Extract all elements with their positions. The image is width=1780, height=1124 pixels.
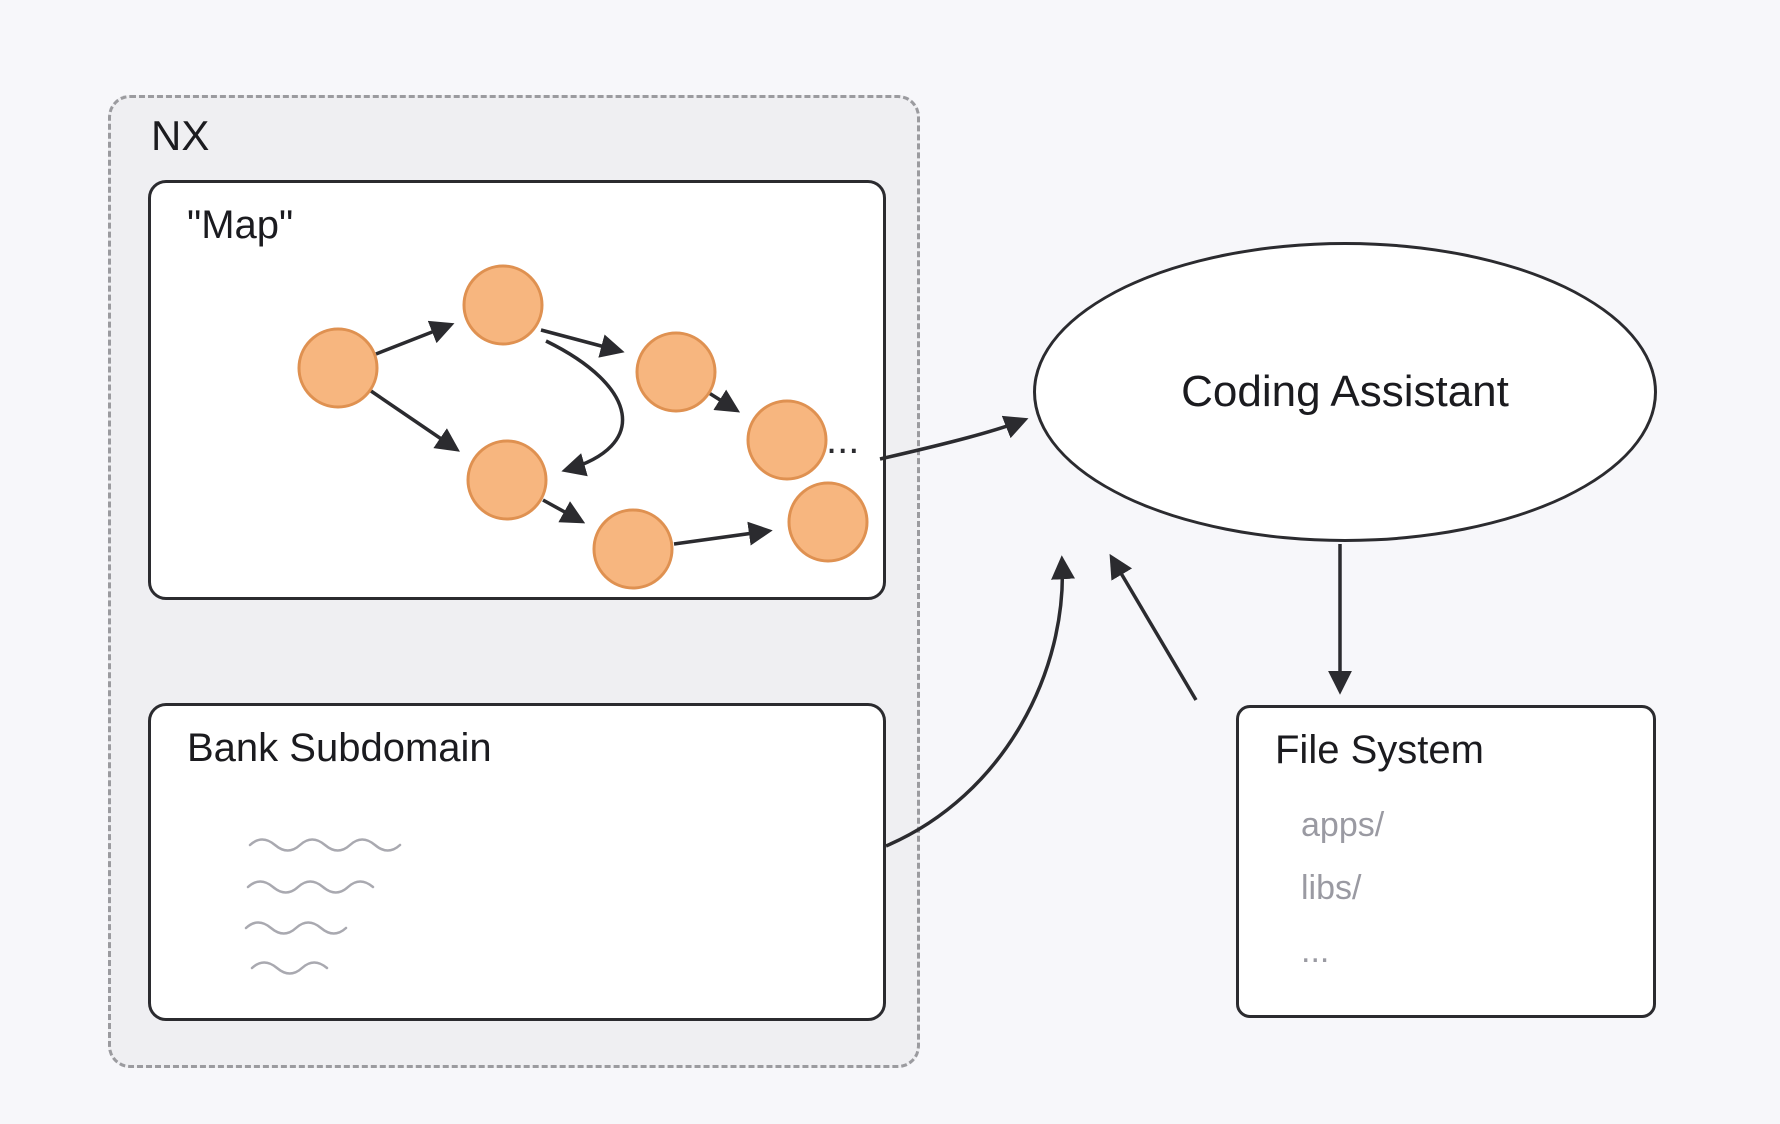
map-ellipsis: ... <box>826 418 860 462</box>
fs-entry-libs: libs/ <box>1301 869 1362 907</box>
file-system-title: File System <box>1275 728 1484 772</box>
map-title: "Map" <box>187 203 294 247</box>
file-system-entries: apps/ libs/ ... <box>1301 806 1384 971</box>
coding-assistant-label: Coding Assistant <box>1181 367 1509 416</box>
filesystem-to-assistant-arrow <box>1109 553 1198 701</box>
bank-subdomain-box: Bank Subdomain <box>148 703 886 1021</box>
nx-label: NX <box>151 112 210 159</box>
fs-entry-apps: apps/ <box>1301 806 1385 844</box>
coding-assistant-node: Coding Assistant <box>1033 242 1657 542</box>
map-box: "Map" <box>148 180 886 600</box>
bank-subdomain-title: Bank Subdomain <box>187 726 492 770</box>
file-system-box: File System apps/ libs/ ... <box>1236 705 1656 1018</box>
fs-entry-more: ... <box>1301 932 1330 970</box>
